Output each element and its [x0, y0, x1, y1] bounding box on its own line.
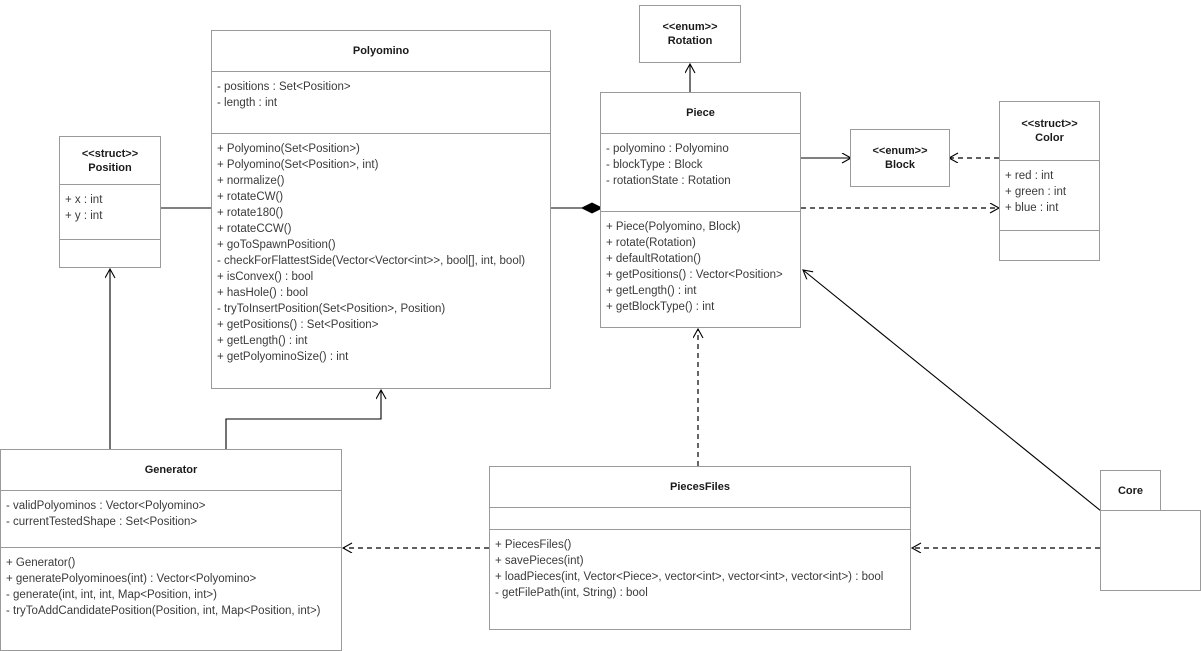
operation-row: - generate(int, int, int, Map<Position, … — [6, 589, 217, 601]
class-box-block[interactable]: <<enum>> Block — [850, 129, 950, 187]
class-box-position[interactable]: <<struct>> Position + x : int + y : int — [59, 136, 161, 268]
class-name-position: Position — [88, 161, 132, 174]
operation-row: + getLength() : int — [217, 335, 308, 347]
operation-row: + Generator() — [6, 557, 76, 569]
class-stereotype-position: <<struct>> — [81, 147, 139, 160]
operation-row: - tryToInsertPosition(Set<Position>, Pos… — [217, 303, 446, 315]
package-name-core: Core — [1117, 485, 1144, 497]
attribute-row: + y : int — [65, 210, 103, 222]
attribute-row: - positions : Set<Position> — [217, 81, 351, 93]
class-box-generator[interactable]: Generator - validPolyominos : Vector<Pol… — [0, 449, 342, 651]
class-header-polyomino: Polyomino — [212, 31, 550, 71]
class-attributes-piecesfiles — [490, 507, 910, 529]
attribute-row: - length : int — [217, 97, 278, 109]
class-header-piece: Piece — [601, 93, 800, 133]
class-name-piece: Piece — [686, 107, 715, 119]
operation-row: + getBlockType() : int — [606, 301, 715, 313]
class-operations-piecesfiles: + PiecesFiles() + savePieces(int) + load… — [490, 529, 910, 629]
class-attributes-position: + x : int + y : int — [60, 184, 160, 239]
class-header-rotation: <<enum>> Rotation — [640, 6, 740, 62]
attribute-row: + red : int — [1005, 170, 1054, 182]
class-box-polyomino[interactable]: Polyomino - positions : Set<Position> - … — [211, 30, 551, 389]
class-stereotype-block: <<enum>> — [872, 145, 928, 157]
class-operations-position — [60, 239, 160, 267]
class-name-color: Color — [1035, 132, 1064, 144]
operation-row: + rotate(Rotation) — [606, 237, 696, 249]
class-operations-polyomino: + Polyomino(Set<Position>) + Polyomino(S… — [212, 133, 550, 388]
class-header-piecesfiles: PiecesFiles — [490, 467, 910, 507]
package-body-core — [1100, 510, 1201, 591]
class-stereotype-rotation: <<enum>> — [662, 21, 718, 33]
operation-row: + rotateCCW() — [217, 223, 292, 235]
package-box-core[interactable]: Core — [1100, 470, 1201, 591]
operation-row: + Piece(Polyomino, Block) — [606, 221, 741, 233]
operation-row: + PiecesFiles() — [495, 539, 572, 551]
operation-row: - getFilePath(int, String) : bool — [495, 587, 648, 599]
class-attributes-piece: - polyomino : Polyomino - blockType : Bl… — [601, 133, 800, 211]
class-attributes-generator: - validPolyominos : Vector<Polyomino> - … — [1, 490, 341, 547]
class-name-block: Block — [885, 159, 915, 171]
operation-row: + defaultRotation() — [606, 253, 701, 265]
attribute-row: + blue : int — [1005, 202, 1059, 214]
attribute-row: - currentTestedShape : Set<Position> — [6, 516, 198, 528]
attribute-row: + green : int — [1005, 186, 1067, 198]
class-name-polyomino: Polyomino — [352, 45, 410, 57]
operation-row: + isConvex() : bool — [217, 271, 314, 283]
attribute-row: + x : int — [65, 194, 103, 206]
class-header-block: <<enum>> Block — [851, 130, 949, 186]
operation-row: - tryToAddCandidatePosition(Position, in… — [6, 605, 321, 617]
class-name-rotation: Rotation — [667, 35, 713, 47]
operation-row: + savePieces(int) — [495, 555, 584, 567]
attribute-row: - validPolyominos : Vector<Polyomino> — [6, 500, 206, 512]
class-header-color: <<struct>> Color — [1000, 102, 1099, 160]
package-tab-core: Core — [1100, 470, 1161, 511]
attribute-row: - polyomino : Polyomino — [606, 143, 729, 155]
operation-row: + getPositions() : Set<Position> — [217, 319, 379, 331]
operation-row: + goToSpawnPosition() — [217, 239, 336, 251]
attribute-row: - rotationState : Rotation — [606, 175, 731, 187]
class-name-piecesfiles: PiecesFiles — [670, 481, 730, 493]
connector-generator-polyomino — [225, 390, 381, 449]
operation-row: + Polyomino(Set<Position>) — [217, 143, 360, 155]
operation-row: + generatePolyominoes(int) : Vector<Poly… — [6, 573, 257, 585]
class-header-position: <<struct>> Position — [60, 137, 160, 184]
operation-row: + loadPieces(int, Vector<Piece>, vector<… — [495, 571, 884, 583]
operation-row: + getLength() : int — [606, 285, 697, 297]
class-stereotype-color: <<struct>> — [1021, 118, 1078, 130]
class-attributes-polyomino: - positions : Set<Position> - length : i… — [212, 71, 550, 133]
operation-row: + normalize() — [217, 175, 285, 187]
class-name-generator: Generator — [144, 464, 198, 476]
class-operations-generator: + Generator() + generatePolyominoes(int)… — [1, 547, 341, 650]
operation-row: + getPolyominoSize() : int — [217, 351, 349, 363]
class-header-generator: Generator — [1, 450, 341, 490]
operation-row: + hasHole() : bool — [217, 287, 309, 299]
class-operations-piece: + Piece(Polyomino, Block) + rotate(Rotat… — [601, 211, 800, 327]
operation-row: + getPositions() : Vector<Position> — [606, 269, 783, 281]
operation-row: + rotate180() — [217, 207, 284, 219]
operation-row: - checkForFlattestSide(Vector<Vector<int… — [217, 255, 526, 267]
class-box-rotation[interactable]: <<enum>> Rotation — [639, 5, 741, 63]
connector-polyomino-piece — [551, 202, 604, 214]
class-box-piece[interactable]: Piece - polyomino : Polyomino - blockTyp… — [600, 92, 801, 328]
class-box-color[interactable]: <<struct>> Color + red : int + green : i… — [999, 101, 1100, 261]
class-box-piecesfiles[interactable]: PiecesFiles + PiecesFiles() + savePieces… — [489, 466, 911, 630]
attribute-row: - blockType : Block — [606, 159, 703, 171]
operation-row: + Polyomino(Set<Position>, int) — [217, 159, 379, 171]
class-attributes-color: + red : int + green : int + blue : int — [1000, 160, 1099, 230]
operation-row: + rotateCW() — [217, 191, 284, 203]
class-operations-color — [1000, 230, 1099, 260]
